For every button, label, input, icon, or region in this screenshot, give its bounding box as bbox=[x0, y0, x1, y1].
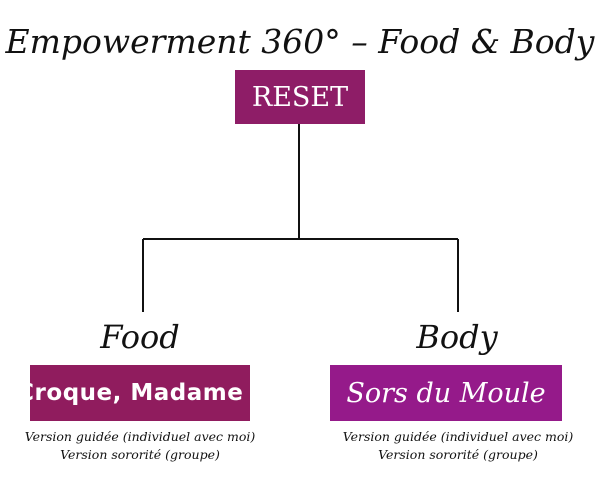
food-version-group: Version sororité (groupe) bbox=[60, 447, 220, 462]
reset-label: RESET bbox=[251, 81, 349, 113]
body-version-guided: Version guidée (individuel avec moi) bbox=[342, 429, 574, 444]
body-branch-title: Body bbox=[416, 318, 498, 356]
sors-du-moule-label: Sors du Moule bbox=[346, 377, 546, 409]
body-versions: Version guidée (individuel avec moi) Ver… bbox=[316, 428, 600, 464]
reset-node: RESET bbox=[235, 70, 365, 124]
food-versions: Version guidée (individuel avec moi) Ver… bbox=[0, 428, 280, 464]
croque-madame-label: Croque, Madame ! bbox=[17, 380, 263, 406]
sors-du-moule-node: Sors du Moule bbox=[330, 365, 562, 421]
body-version-group: Version sororité (groupe) bbox=[378, 447, 538, 462]
croque-madame-node: Croque, Madame ! bbox=[17, 365, 262, 421]
food-version-guided: Version guidée (individuel avec moi) bbox=[24, 429, 256, 444]
food-branch-title: Food bbox=[100, 318, 180, 356]
diagram-title: Empowerment 360° – Food & Body bbox=[5, 22, 595, 61]
